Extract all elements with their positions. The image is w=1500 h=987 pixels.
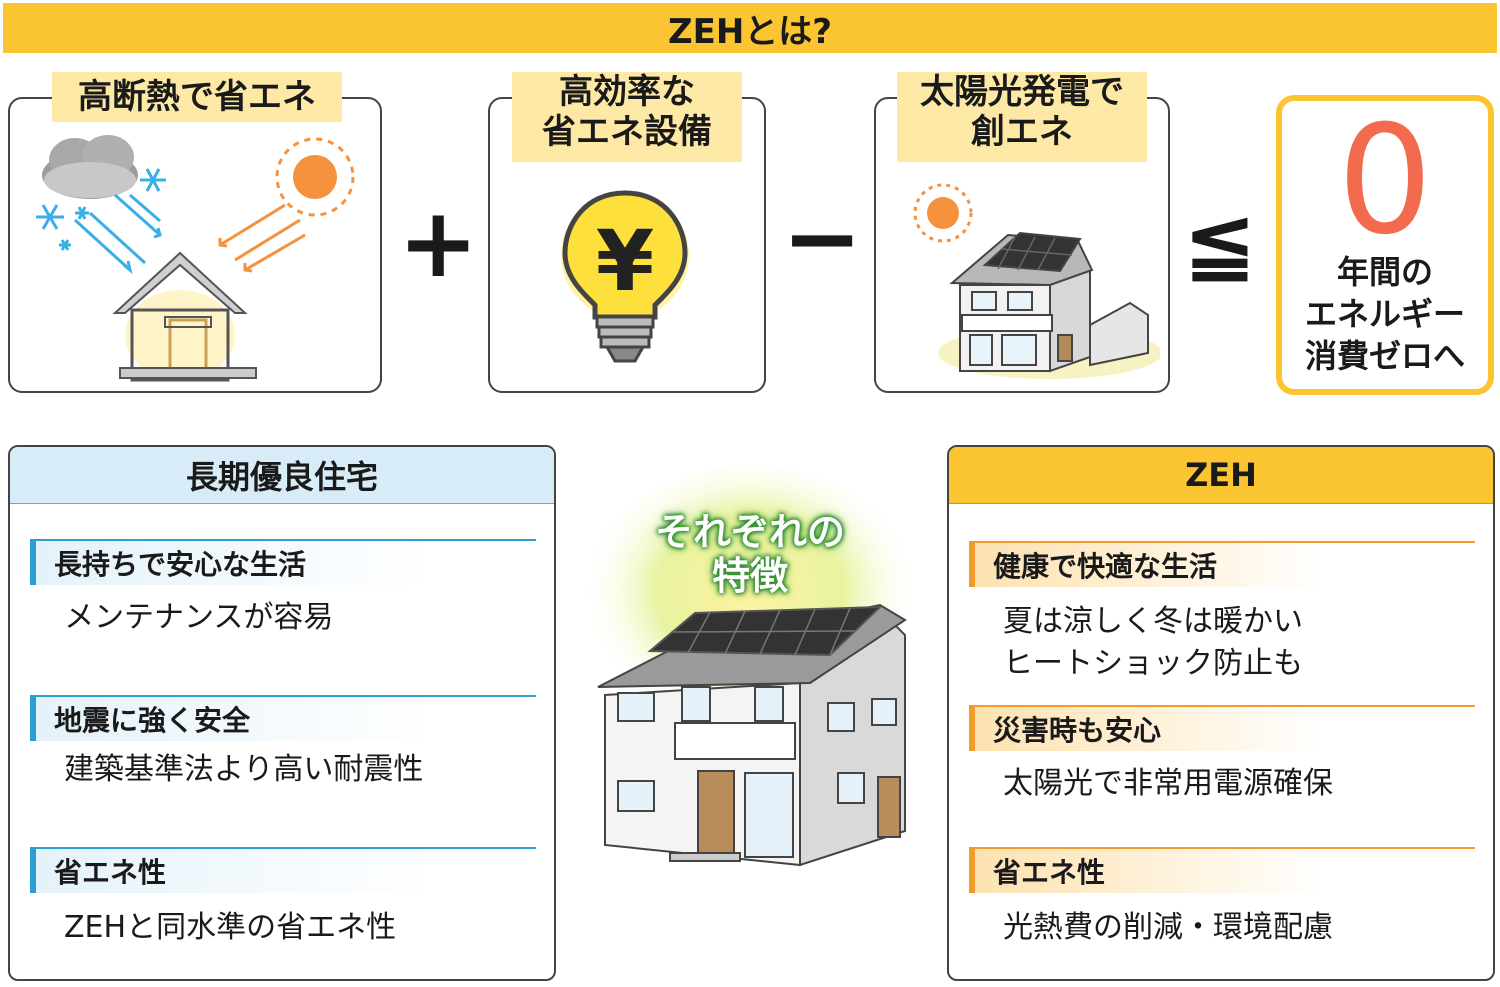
panel-title: ZEH <box>949 447 1493 504</box>
featured-house-illustration <box>580 465 920 867</box>
zero-energy-result: 0 年間の エネルギー 消費ゼロへ <box>1276 95 1494 395</box>
page-title: ZEHとは? <box>667 11 833 52</box>
insulation-label: 高断熱で省エネ <box>52 72 342 122</box>
sun-icon <box>275 137 355 217</box>
zeh-panel: ZEH 健康で快適な生活 夏は涼しく冬は暖かい ヒートショック防止も 災害時も安… <box>947 445 1495 981</box>
plus-sign: + <box>398 187 479 299</box>
long-term-housing-panel: 長期優良住宅 長持ちで安心な生活 メンテナンスが容易 地震に強く安全 建築基準法… <box>8 445 556 981</box>
solar-label: 太陽光発電で 創エネ <box>897 72 1147 162</box>
panel-title: 長期優良住宅 <box>10 447 554 504</box>
page-title-banner: ZEHとは? <box>3 3 1497 53</box>
zero-description: 年間の エネルギー 消費ゼロへ <box>1304 253 1465 375</box>
zero-number: 0 <box>1337 94 1433 268</box>
heat-arrow-icon <box>218 203 306 273</box>
less-or-equal-sign: ≦ <box>1183 190 1257 293</box>
equipment-label: 高効率な 省エネ設備 <box>512 72 742 162</box>
solar-house-illustration <box>913 183 1160 379</box>
feature-section: 長持ちで安心な生活 メンテナンスが容易 <box>30 539 536 639</box>
house-icon <box>112 251 257 382</box>
feature-section: 省エネ性 ZEHと同水準の省エネ性 <box>30 847 536 949</box>
cold-arrow-icon <box>73 193 162 274</box>
feature-section: 省エネ性 光熱費の削減・環境配慮 <box>969 847 1475 949</box>
lightbulb-yen-icon: ¥ <box>561 190 689 363</box>
cloud-icon <box>42 135 138 199</box>
feature-section: 健康で快適な生活 夏は涼しく冬は暖かい ヒートショック防止も <box>969 541 1475 685</box>
feature-section: 災害時も安心 太陽光で非常用電源確保 <box>969 705 1475 805</box>
minus-sign: − <box>782 182 863 294</box>
svg-text:¥: ¥ <box>596 212 654 310</box>
insulated-house-illustration <box>36 135 355 382</box>
center-title: それぞれの 特徴 <box>654 510 845 598</box>
feature-section: 地震に強く安全 建築基準法より高い耐震性 <box>30 695 536 791</box>
snowflake-icon <box>36 168 166 251</box>
sun-icon <box>913 183 973 243</box>
